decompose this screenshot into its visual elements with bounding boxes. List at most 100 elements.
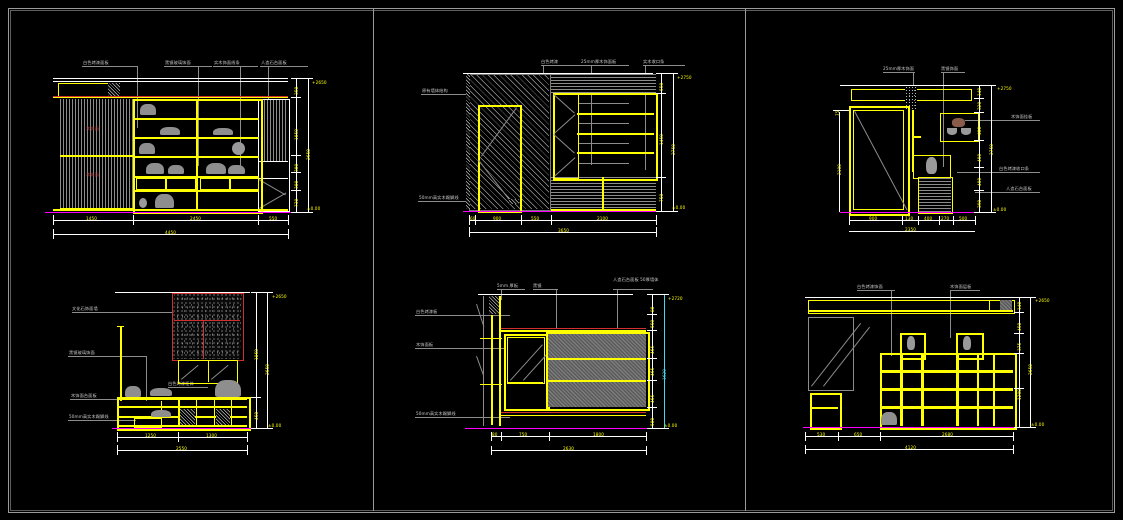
dimension-line [256,292,257,428]
dimension-text: 320 [977,101,982,110]
soffit-divider [989,300,990,312]
level-mark-top: +2720 [668,296,683,301]
dimension-line [979,85,980,212]
floor-line [465,428,655,429]
dimension-tick [805,432,806,441]
shelf-left-cabinet [553,93,579,179]
panel-tv-feature-stone-wall-elevation[interactable]: 文化石饰面墙 黑镜玻璃饰面 木饰面台面板 50mm高实木踢脚线 白色烤漆柜体 [0,260,373,520]
dimension-line [805,436,1013,437]
dimension-tick [549,432,550,441]
dimension-line-total [117,450,247,451]
dimension-text-total: 2750 [671,143,676,155]
dimension-text: 400 [977,126,982,135]
dimension-line [991,85,992,212]
door-leaf [478,105,522,213]
dimension-tick [491,446,492,455]
dimension-tick [251,397,261,398]
dimension-text-total: 2630 [563,446,575,451]
dimension-tick [117,445,118,455]
decor-object [168,165,184,174]
dimension-text: 2100 [837,163,842,175]
dimension-tick [291,172,301,173]
dimension-line-total [53,234,288,235]
drawer-front [200,178,230,190]
dimension-line [661,73,662,211]
dimension-text: 2450 [190,216,202,221]
note-label: 黑镜玻璃饰面 [165,60,191,65]
stone-wall-outline [172,293,244,361]
dimension-tick [974,212,996,213]
cabinet-mullion [231,397,232,427]
ceiling-shadow-line [501,328,646,329]
shelf-mullion [921,353,924,426]
shelf-board [546,380,646,382]
dimension-line [673,73,674,211]
dimension-text-total: 2650 [306,148,311,160]
wall-face [499,296,501,426]
dimension-tick [475,215,476,225]
dimension-text: 550 [531,216,540,221]
dimension-tick [656,93,666,94]
dimension-text: 900 [869,216,878,221]
shelf-board [546,358,646,360]
niche-ledge [912,136,921,138]
leader-line [415,417,510,418]
dimension-text: 390 [977,199,982,208]
dimension-tick [1013,445,1014,454]
lower-cabinet-outline [918,177,953,214]
panel-wall-section-detail[interactable]: 5mm 厚板 黑镜 人造石台面板 50厚墙体 白色烤漆板 木饰面板 50mm高实… [373,260,745,520]
leader-line [164,66,212,67]
dimension-text: 450 [1017,322,1022,331]
dimension-tick [178,432,179,442]
dimension-text: 1250 [145,433,157,438]
break-line [483,296,484,426]
dimension-text: 900 [493,216,502,221]
shelf-board [133,118,259,120]
level-mark-floor: ±0.00 [993,207,1007,212]
panel-divider-2 [745,8,746,511]
cabinet-mullion [196,397,197,427]
dimension-text: 650 [854,432,863,437]
note-label: 黑镜饰面 [941,66,959,71]
dimension-text: 140 [977,87,982,96]
dimension-text: 1860 [254,348,259,360]
dimension-tick [849,216,850,225]
dimension-tick [469,227,470,237]
dimension-tick [551,215,552,225]
leader-line [891,290,892,356]
panel-bookshelf-elevation[interactable]: 白色烤漆饰面 木饰面层板 [745,260,1123,520]
soffit-hatch [905,86,917,110]
dimension-tick [974,190,984,191]
floor-edge [117,425,247,427]
note-label: 文化石饰面墙 [72,306,98,311]
panel-door-and-shelf-elevation[interactable]: 白色烤漆 25mm厚木饰面板 实木收口条 原有墙体结构 50mm高实木踢脚线 [373,0,745,260]
panel-entry-door-and-niche-elevation[interactable]: 25mm厚木饰面 黑镜饰面 木饰面挂板 白色烤漆收口条 人造石台面板 75 [745,0,1123,260]
decor-object [206,163,226,174]
dimension-text: 450 [254,411,259,420]
dimension-tick [939,216,940,225]
leader-line [645,65,646,170]
cabinet-mullion [214,397,215,427]
right-panel-shelf [258,161,288,162]
dimension-line-total [469,232,656,233]
dimension-line [296,78,297,212]
dimension-line [117,437,247,438]
dimension-tick [974,85,996,86]
dimension-tick [117,432,118,442]
dimension-tick [646,446,647,455]
leader-line [941,72,965,73]
ceiling-line [463,73,653,74]
panel-tv-wall-cabinet-elevation[interactable]: 白色烤漆面板 黑镜玻璃饰面 实木饰面线条 人造石台面板 木饰面 木饰面 [0,0,373,260]
wood-slat-panel-right [258,99,288,161]
note-label: 白色烤漆面板 [83,60,109,65]
decor-object [947,128,957,135]
dimension-tick [918,216,919,225]
dimension-tick [291,212,313,213]
dimension-text-total: 2650 [265,363,270,375]
leader-line [957,172,1040,173]
dimension-tick [656,177,666,178]
slat-divider [602,177,604,210]
level-mark-top: +2750 [677,75,692,80]
dimension-tick [53,229,54,239]
